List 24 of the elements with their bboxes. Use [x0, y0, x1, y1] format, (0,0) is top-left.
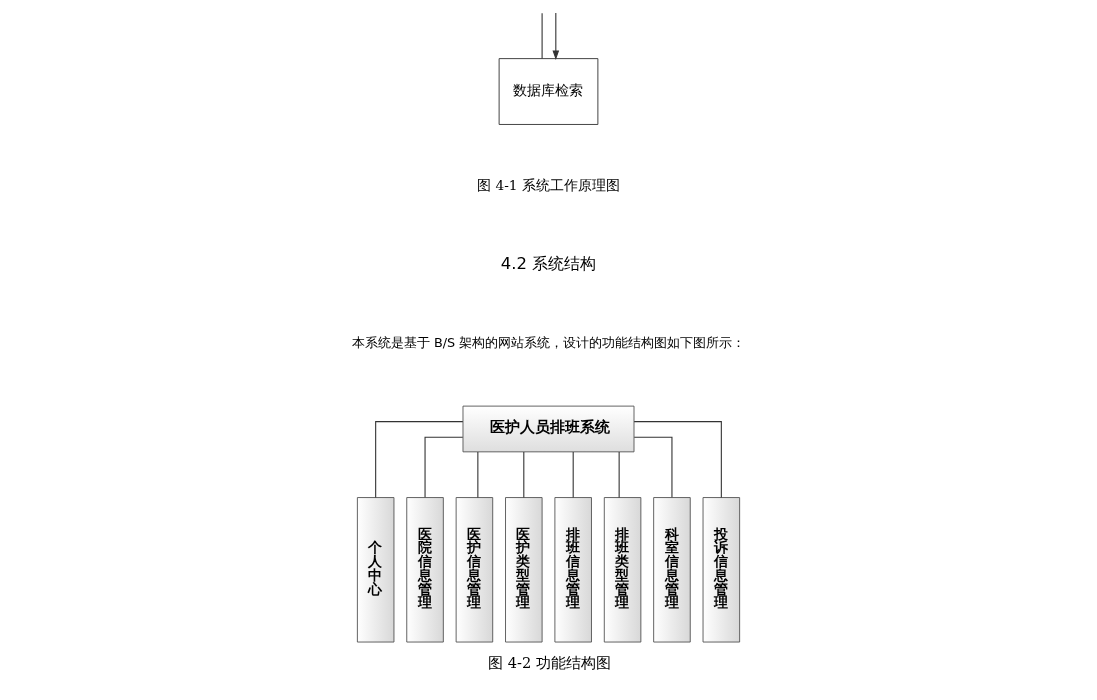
diagram-title: 4.2 系统结构 — [500, 254, 597, 274]
node-box: 排班类型管理 — [603, 497, 642, 643]
node-box: 排班信息管理 — [554, 497, 592, 643]
connector — [633, 436, 673, 498]
label: 本系统是基于 B/S 架构的网站系统，设计的功能结构图如下图所示： — [351, 335, 746, 351]
node-box: 个人中心 — [356, 497, 395, 643]
connector — [633, 421, 722, 499]
node-box: 医护类型管理 — [505, 497, 543, 643]
connector — [541, 12, 543, 60]
node-box: 医护人员排班系统 — [462, 405, 635, 453]
connector — [424, 436, 464, 498]
connector — [477, 451, 479, 499]
caption: 图 4-2 功能结构图 — [488, 654, 611, 672]
node-box: 数据库检索 — [498, 58, 599, 125]
label: 图 4-1 系统工作原理图 — [477, 176, 620, 193]
arrow — [552, 12, 560, 60]
node-box: 医院信息管理 — [406, 497, 444, 643]
node-box: 投诉信息管理 — [702, 497, 741, 643]
connector — [572, 451, 574, 499]
node-box: 医护信息管理 — [455, 497, 494, 643]
connector — [523, 451, 525, 499]
connector — [618, 451, 620, 499]
node-box: 科室信息管理 — [653, 497, 691, 643]
connector — [375, 421, 464, 499]
